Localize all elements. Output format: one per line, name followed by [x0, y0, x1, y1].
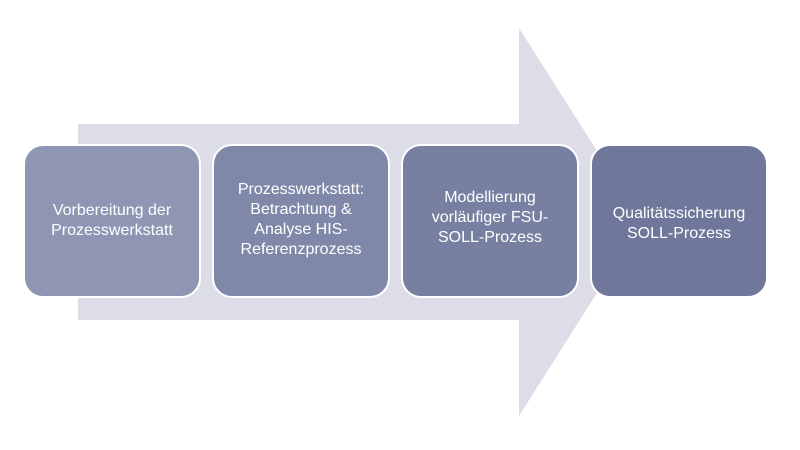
- process-step-quality-assurance: Qualitätssicherung SOLL-Prozess: [590, 144, 768, 298]
- process-step-label: Prozesswerkstatt: Betrachtung & Analyse …: [237, 181, 365, 258]
- process-step-workshop: Prozesswerkstatt: Betrachtung & Analyse …: [212, 144, 390, 298]
- process-step-modeling: Modellierung vorläufiger FSU- SOLL-Proze…: [401, 144, 579, 298]
- process-step-label: Vorbereitung der Prozesswerkstatt: [51, 202, 173, 239]
- process-step-label: Qualitätssicherung SOLL-Prozess: [612, 205, 746, 242]
- process-step-preparation: Vorbereitung der Prozesswerkstatt: [23, 144, 201, 298]
- process-step-label: Modellierung vorläufiger FSU- SOLL-Proze…: [431, 189, 549, 246]
